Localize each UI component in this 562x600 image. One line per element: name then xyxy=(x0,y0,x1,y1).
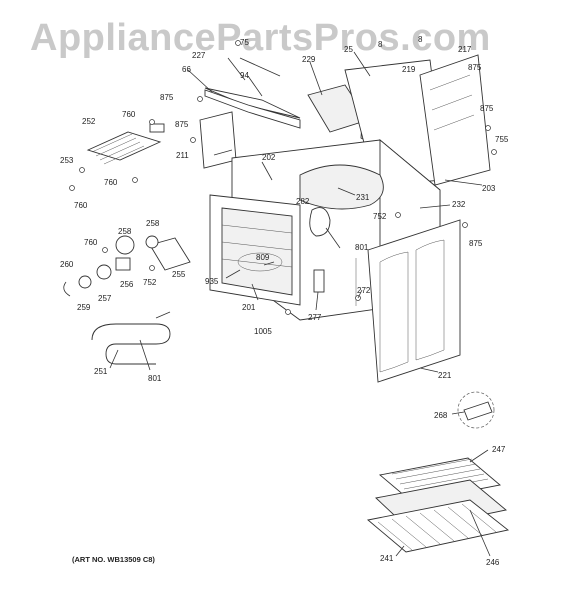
callout-272: 272 xyxy=(357,286,371,295)
screw-760-a xyxy=(149,119,155,125)
callout-259: 259 xyxy=(77,303,91,312)
callout-875-e: 875 xyxy=(469,239,483,248)
callout-247: 247 xyxy=(492,445,506,454)
callout-241: 241 xyxy=(380,554,394,563)
screw-752-a xyxy=(395,212,401,218)
screw-760-b xyxy=(132,177,138,183)
callout-809: 809 xyxy=(256,253,270,262)
callout-801-b: 801 xyxy=(148,374,162,383)
cap-259 xyxy=(78,275,92,289)
art-number: (ART NO. WB13509 C8) xyxy=(72,555,155,564)
bake-element-251 xyxy=(91,323,171,365)
callout-246: 246 xyxy=(486,558,500,567)
screw-253 xyxy=(79,167,85,173)
kit-circle-268 xyxy=(457,391,495,429)
callout-227: 227 xyxy=(192,51,206,60)
door-panel-221 xyxy=(367,219,461,383)
screws-group xyxy=(69,40,497,315)
callout-211: 211 xyxy=(176,151,189,160)
screw-75 xyxy=(235,40,241,46)
kit-268 xyxy=(463,401,493,421)
callout-231: 231 xyxy=(356,193,370,202)
accessories-group xyxy=(366,391,510,553)
hinge-277 xyxy=(313,269,325,293)
callout-251: 251 xyxy=(94,367,108,376)
insulation-231 xyxy=(299,164,384,210)
callout-253: 253 xyxy=(60,156,74,165)
element-terminal xyxy=(149,123,165,133)
callout-760-d: 760 xyxy=(84,238,98,247)
thermostat-256 xyxy=(115,257,131,271)
callout-752-b: 752 xyxy=(143,278,157,287)
callout-801-a: 801 xyxy=(355,243,369,252)
callout-268: 268 xyxy=(434,411,448,420)
callout-25: 25 xyxy=(344,45,353,54)
oven-cavity-group xyxy=(209,139,461,383)
screw-875-a xyxy=(197,96,203,102)
callout-217: 217 xyxy=(458,45,472,54)
callout-255: 255 xyxy=(172,270,186,279)
callout-232: 232 xyxy=(452,200,466,209)
callout-752-a: 752 xyxy=(373,212,387,221)
screw-760-d xyxy=(102,247,108,253)
callout-201: 201 xyxy=(242,303,256,312)
callout-760-a: 760 xyxy=(122,110,136,119)
screw-875-d xyxy=(462,222,468,228)
callout-8-a: 8 xyxy=(378,40,383,49)
callout-257: 257 xyxy=(98,294,112,303)
callout-760-c: 760 xyxy=(74,201,88,210)
wire-260 xyxy=(63,281,71,297)
callout-1005: 1005 xyxy=(254,327,272,336)
callout-760-b: 760 xyxy=(104,178,118,187)
screw-1005 xyxy=(285,309,291,315)
callout-875-a: 875 xyxy=(468,63,482,72)
callout-203: 203 xyxy=(482,184,496,193)
leader-lines xyxy=(109,51,491,557)
screw-755 xyxy=(491,149,497,155)
screw-760-c xyxy=(69,185,75,191)
broil-element-252 xyxy=(86,131,162,161)
sensor-257 xyxy=(96,264,112,280)
cavity-light-809 xyxy=(237,252,283,272)
callout-252: 252 xyxy=(82,117,96,126)
callout-935: 935 xyxy=(205,277,219,286)
cavity-interior-935 xyxy=(221,207,293,296)
top-bracket-66 xyxy=(204,89,301,129)
callout-755: 755 xyxy=(495,135,509,144)
screw-752-b xyxy=(149,265,155,271)
screw-875-b xyxy=(190,137,196,143)
callout-labels: 75 227 66 94 229 25 8 8 217 219 875 875 … xyxy=(60,35,509,567)
callout-875-b: 875 xyxy=(160,93,174,102)
rear-cover-217 xyxy=(419,54,491,186)
switch-258 xyxy=(115,235,135,255)
callout-94: 94 xyxy=(240,71,249,80)
screw-875-c xyxy=(485,125,491,131)
callout-875-d: 875 xyxy=(480,104,494,113)
callout-282: 282 xyxy=(296,197,310,206)
callout-75: 75 xyxy=(240,38,249,47)
shield-255 xyxy=(149,237,191,271)
callout-202: 202 xyxy=(262,153,276,162)
callout-66: 66 xyxy=(182,65,191,74)
callout-229: 229 xyxy=(302,55,316,64)
left-components-group xyxy=(63,123,191,365)
callout-219: 219 xyxy=(402,65,416,74)
callout-258-a: 258 xyxy=(118,227,132,236)
callout-260: 260 xyxy=(60,260,74,269)
callout-277: 277 xyxy=(308,313,322,322)
watermark-text: AppliancePartsPros.com xyxy=(30,17,491,59)
side-bracket-211 xyxy=(199,111,237,169)
gasket-258 xyxy=(145,235,159,249)
callout-256: 256 xyxy=(120,280,134,289)
latch-282 xyxy=(309,207,331,237)
callout-258-b: 258 xyxy=(146,219,160,228)
callout-8-b: 8 xyxy=(418,35,423,44)
callout-875-c: 875 xyxy=(175,120,189,129)
callout-221: 221 xyxy=(438,371,452,380)
